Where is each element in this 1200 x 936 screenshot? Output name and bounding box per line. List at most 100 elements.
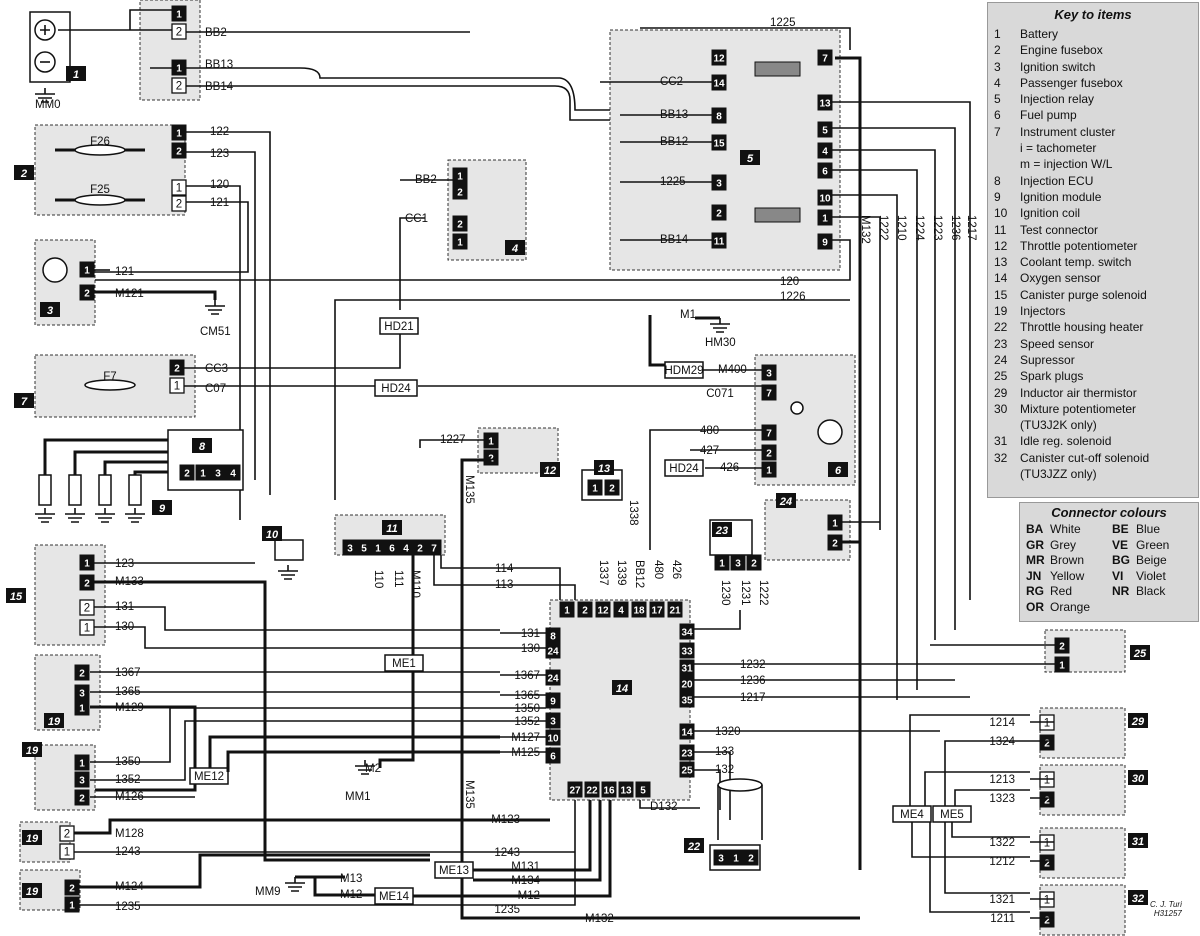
wire-label: 1232 xyxy=(740,659,766,671)
wire-label: F25 xyxy=(90,184,110,196)
wire-label: 480 xyxy=(700,425,719,437)
item-number-tag-text: 12 xyxy=(544,465,556,477)
colour-code: VI xyxy=(1112,568,1124,583)
connector-pin xyxy=(452,167,468,184)
key-item-label: Ignition switch xyxy=(1020,59,1096,74)
connector-pin-number: 25 xyxy=(681,766,693,777)
wire-bb2 xyxy=(58,9,172,31)
wire-label-vertical: 1223 xyxy=(931,215,943,241)
colour-code: JN xyxy=(1026,568,1042,583)
connector-pin-number: 5 xyxy=(822,126,828,137)
item-number-tag-text: 1 xyxy=(73,69,79,81)
connector-pin xyxy=(743,849,759,866)
wire xyxy=(413,800,612,898)
connector-pin xyxy=(746,554,762,571)
item-number-tag xyxy=(22,883,42,898)
splice-label: ME1 xyxy=(392,658,416,670)
colour-name: Orange xyxy=(1050,599,1091,614)
ground-symbol xyxy=(205,300,225,315)
connector-pin-number: 3 xyxy=(550,717,556,728)
connector-pin xyxy=(635,781,651,798)
wire xyxy=(832,194,898,700)
key-item-label: Fuel pump xyxy=(1020,108,1077,123)
item-number-tag xyxy=(6,588,26,603)
item-number-tag xyxy=(1130,645,1150,660)
wire-label: BB13 xyxy=(205,59,233,71)
wire-label-vertical: 1222 xyxy=(757,580,769,606)
wire-label-vertical: M135 xyxy=(463,475,475,504)
connector-pin xyxy=(679,623,695,640)
connector-pin-number: 23 xyxy=(681,749,693,760)
wire-label-vertical: 110 xyxy=(372,570,384,588)
connector-pin-number: 2 xyxy=(176,27,182,39)
wire-label: F7 xyxy=(103,371,116,383)
wire-label-vertical: M110 xyxy=(409,570,421,598)
connector-pin xyxy=(452,215,468,232)
wire xyxy=(832,169,918,690)
item-number-tag xyxy=(612,680,632,695)
ground-symbol xyxy=(125,508,145,523)
connector-pin-number: 13 xyxy=(620,786,632,797)
connector-pin-number: 1 xyxy=(457,238,463,249)
key-item-label: i = tachometer xyxy=(1020,141,1097,156)
wire-label: 1324 xyxy=(989,736,1015,748)
splice-label: HD24 xyxy=(381,383,411,395)
key-item-label: Passenger fusebox xyxy=(1020,75,1123,90)
splice-box xyxy=(374,379,418,397)
wire-label: M129 xyxy=(115,702,144,714)
connector-pin-number: 2 xyxy=(176,199,182,211)
item-number-tag-text: 29 xyxy=(1131,716,1145,728)
motor-icon xyxy=(42,257,68,283)
wire xyxy=(184,334,401,369)
wire-label: 1367 xyxy=(115,667,141,679)
wire-label: 427 xyxy=(700,445,719,457)
item-number-tag xyxy=(684,838,704,853)
connector-pin-number: 2 xyxy=(84,579,90,590)
connector-pin xyxy=(545,669,561,686)
spark-plug-icon xyxy=(38,474,52,506)
connector-pin-number: 33 xyxy=(681,647,693,658)
connector-pin-number: 22 xyxy=(586,786,598,797)
wire-label: 1225 xyxy=(660,176,686,188)
relay-coil-1 xyxy=(754,61,801,77)
key-item-number: 3 xyxy=(994,59,1001,74)
wire-label: 1235 xyxy=(115,901,141,913)
connector-pin xyxy=(817,49,833,66)
key-item-number: 8 xyxy=(994,173,1001,188)
wire-label: MM9 xyxy=(255,886,281,898)
connector-pin-number: 2 xyxy=(1044,796,1050,807)
item-number-tag-text: 19 xyxy=(26,745,39,757)
item-number-tag-text: 10 xyxy=(266,529,279,541)
connector-pin xyxy=(1039,854,1055,871)
wire-label: M132 xyxy=(585,913,614,925)
wire-label: CC2 xyxy=(660,76,683,88)
ground-symbol xyxy=(278,565,298,580)
key-item: (TU3J2K only) xyxy=(988,417,1198,433)
wire xyxy=(832,101,971,600)
item-number-tag-text: 19 xyxy=(26,886,39,898)
splice-label: HD21 xyxy=(384,321,413,333)
connector-pin xyxy=(730,554,746,571)
wire xyxy=(74,818,550,835)
key-item-number xyxy=(988,156,1020,172)
connector-pin-number: 1 xyxy=(176,10,182,21)
wire-label-vertical: 1337 xyxy=(597,560,609,586)
ground-symbol xyxy=(35,508,55,523)
wire-label: BB14 xyxy=(205,81,234,93)
item-number-tag-text: 24 xyxy=(779,496,792,508)
